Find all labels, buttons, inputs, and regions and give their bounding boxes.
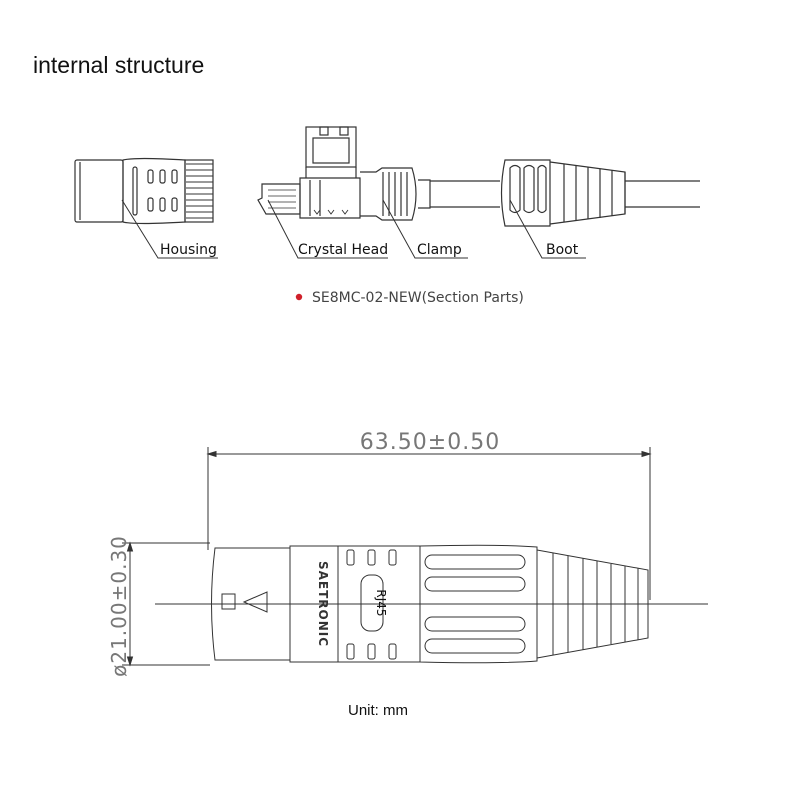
label-crystal-head: Crystal Head xyxy=(298,242,388,258)
caption-bullet xyxy=(295,293,303,301)
cable xyxy=(430,180,700,208)
connector-outline xyxy=(211,544,649,664)
unit-label: Unit: mm xyxy=(348,702,408,719)
page-title: internal structure xyxy=(33,52,205,78)
section-caption: SE8MC-02-NEW(Section Parts) xyxy=(312,290,524,306)
length-dimension-line xyxy=(206,447,652,600)
diameter-dimension: ø21.00±0.30 xyxy=(107,535,131,677)
length-dimension: 63.50±0.50 xyxy=(360,430,500,455)
model-imprint: RJ45 xyxy=(374,589,388,616)
label-clamp: Clamp xyxy=(417,242,462,258)
crystal-head-part xyxy=(257,177,361,219)
boot-part xyxy=(500,159,626,227)
brand-imprint: SAETRONIC xyxy=(316,561,330,647)
label-boot: Boot xyxy=(546,242,579,258)
leader-lines xyxy=(121,199,586,259)
dimension-drawing: 63.50±0.50 ø21.00±0.30 SAETRONIC RJ45 xyxy=(107,430,708,677)
clamp-part xyxy=(305,126,431,221)
section-parts-diagram: Housing Crystal Head Clamp Boot SE8MC-02… xyxy=(74,126,700,306)
triangle-mark xyxy=(242,591,268,613)
latch-window xyxy=(221,593,236,610)
diameter-dimension-line xyxy=(122,541,210,667)
label-housing: Housing xyxy=(160,242,217,258)
housing-part xyxy=(74,157,214,225)
